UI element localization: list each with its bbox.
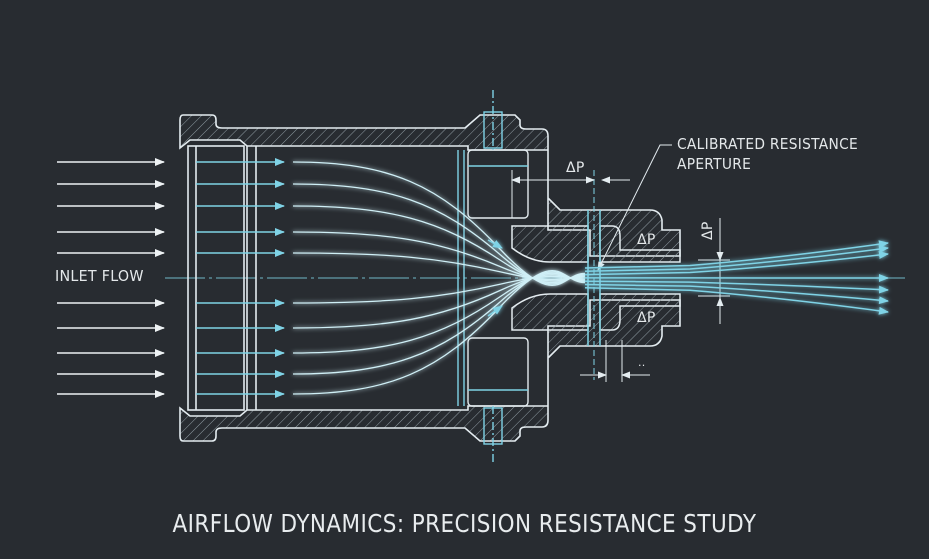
- throat-arrow: [487, 239, 503, 249]
- throat-arrow: [487, 305, 503, 317]
- inlet-arrows: [57, 158, 165, 398]
- outlet-streamline: [584, 251, 889, 276]
- streamline: [292, 269, 586, 395]
- streamline: [292, 183, 586, 285]
- inlet-flow-label: INLET FLOW: [55, 267, 144, 285]
- dimension-lines: [511, 144, 730, 382]
- outlet-streamline: [584, 240, 889, 269]
- port-blocks: [457, 90, 529, 465]
- outlet-streamline: [584, 283, 889, 305]
- housing-lower-wall: [179, 299, 681, 442]
- delta-p-lower-chamber-label: ΔP: [637, 310, 656, 326]
- dimension-dots-label: ..: [638, 356, 646, 369]
- callout-leader: [597, 144, 672, 271]
- streamline: [292, 252, 586, 281]
- outlet-jet: [584, 240, 889, 315]
- outlet-streamline: [584, 245, 889, 273]
- delta-p-top-label: ΔP: [566, 160, 585, 176]
- callout-line-2: APERTURE: [677, 155, 752, 173]
- inlet-liner: [187, 145, 245, 411]
- streamlines: [292, 161, 586, 395]
- streamline: [292, 274, 586, 329]
- streamline: [292, 161, 586, 287]
- diagram-title: AIRFLOW DYNAMICS: PRECISION RESISTANCE S…: [172, 509, 757, 538]
- streamline: [292, 275, 586, 304]
- inner-arrows: [196, 158, 285, 398]
- housing-upper-wall: [179, 114, 681, 257]
- streamline: [292, 231, 586, 282]
- delta-p-outlet-label: ΔP: [700, 221, 716, 240]
- outlet-streamline: [584, 287, 889, 315]
- housing-body: [179, 114, 681, 442]
- callout-line-1: CALIBRATED RESISTANCE: [677, 135, 859, 153]
- outlet-streamline: [584, 280, 889, 294]
- streamline: [292, 205, 586, 284]
- aperture-callout: CALIBRATED RESISTANCE APERTURE: [677, 134, 858, 174]
- delta-p-upper-chamber-label: ΔP: [637, 232, 656, 248]
